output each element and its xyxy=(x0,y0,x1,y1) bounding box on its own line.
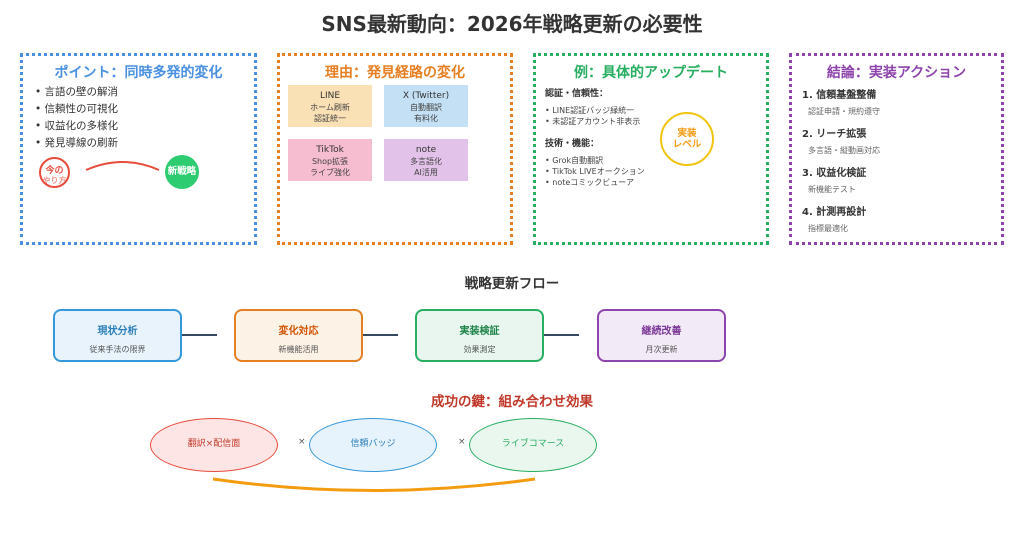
key-live-commerce: ライブコマース xyxy=(469,418,597,472)
flow-connector xyxy=(182,334,217,336)
platform-card-x: X (Twitter)自動翻訳有料化 xyxy=(384,85,468,127)
bullet: • 言語の壁の解消 xyxy=(35,86,119,98)
page-title: SNS最新動向：2026年戦略更新の必要性 xyxy=(321,12,703,36)
bullet: • 収益化の多様化 xyxy=(35,120,119,132)
bullet: • 信頼性の可視化 xyxy=(35,103,119,115)
flow-connector xyxy=(544,334,579,336)
flow-step-verify: 実装検証効果測定 xyxy=(415,309,544,362)
synergy-arc xyxy=(212,477,536,492)
example-list: 認証・信頼性： • LINE認証バッジ緑統一 • 未認証アカウント非表示 技術・… xyxy=(545,89,645,187)
action-list: 1. 信頼基盤整備 認証申請・規約遵守 2. リーチ拡張 多言語・縦動画対応 3… xyxy=(802,90,880,233)
transition-arc xyxy=(85,161,160,171)
key-translation: 翻訳×配信面 xyxy=(150,418,278,472)
example-panel: 例：具体的アップデート 認証・信頼性： • LINE認証バッジ緑統一 • 未認証… xyxy=(533,53,769,245)
key-trust-badge: 信頼バッジ xyxy=(309,418,437,472)
flow-title: 戦略更新フロー xyxy=(464,276,560,292)
point-bullets: • 言語の壁の解消 • 信頼性の可視化 • 収益化の多様化 • 発見導線の刷新 xyxy=(35,84,118,152)
old-way-circle: 今の やり方 xyxy=(39,157,70,188)
flow-step-adapt: 変化対応新機能活用 xyxy=(234,309,363,362)
times-sign: × xyxy=(298,437,306,447)
flow-step-analysis: 現状分析従来手法の限界 xyxy=(53,309,182,362)
conclusion-title: 結論：実装アクション xyxy=(826,65,967,81)
conclusion-panel: 結論：実装アクション 1. 信頼基盤整備 認証申請・規約遵守 2. リーチ拡張 … xyxy=(789,53,1004,245)
new-strategy-circle: 新戦略 xyxy=(165,155,199,189)
bullet: • 発見導線の刷新 xyxy=(35,137,119,149)
times-sign: × xyxy=(458,437,466,447)
point-title: ポイント：同時多発的変化 xyxy=(54,65,223,81)
example-title: 例：具体的アップデート xyxy=(574,65,728,81)
reason-title: 理由：発見経路の変化 xyxy=(325,65,465,81)
success-title: 成功の鍵：組み合わせ効果 xyxy=(431,394,593,410)
implementation-level-badge: 実装レベル xyxy=(660,112,714,166)
flow-step-improve: 継続改善月次更新 xyxy=(597,309,726,362)
point-panel: ポイント：同時多発的変化 • 言語の壁の解消 • 信頼性の可視化 • 収益化の多… xyxy=(20,53,257,245)
flow-connector xyxy=(363,334,398,336)
